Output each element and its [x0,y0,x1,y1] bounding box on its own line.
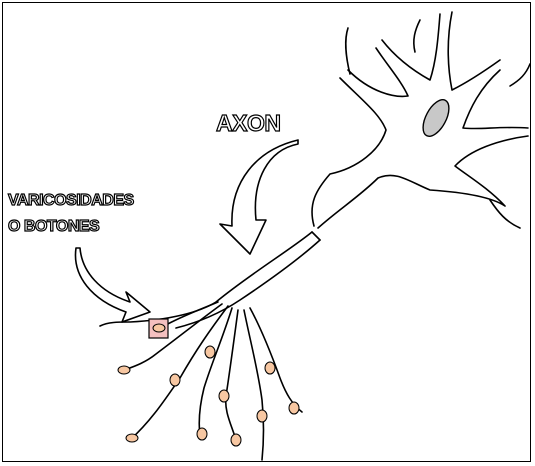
branch [130,306,228,440]
axon-break [312,232,320,240]
branch [226,310,238,440]
branch [199,308,232,436]
bouton [126,434,138,442]
branch [250,308,302,412]
dendrite-right [510,64,530,86]
bouton [257,410,267,422]
cell-body-outline [312,12,528,228]
bouton [205,346,215,358]
varicosidades-arrow [75,248,150,322]
bouton [289,402,299,414]
axon-label: AXON [216,110,280,137]
dendrite-bottom [490,200,520,228]
bouton [219,390,229,402]
axon-lower-edge [176,240,320,328]
axon-arrow [220,140,298,254]
bouton [170,374,180,386]
botones-label: O BOTONES [8,218,99,236]
dendrite-top [414,20,420,52]
bouton [231,434,241,446]
branch [124,304,222,370]
nucleus [418,96,454,141]
axon-upper-edge [100,232,312,326]
bouton [265,362,275,374]
bouton [197,428,207,440]
varicosidades-label: VARICOSIDADES [8,192,134,210]
branch [164,302,218,326]
branch [244,310,264,460]
bouton [118,366,130,374]
bouton [153,324,165,332]
dendrite-left [346,28,350,74]
